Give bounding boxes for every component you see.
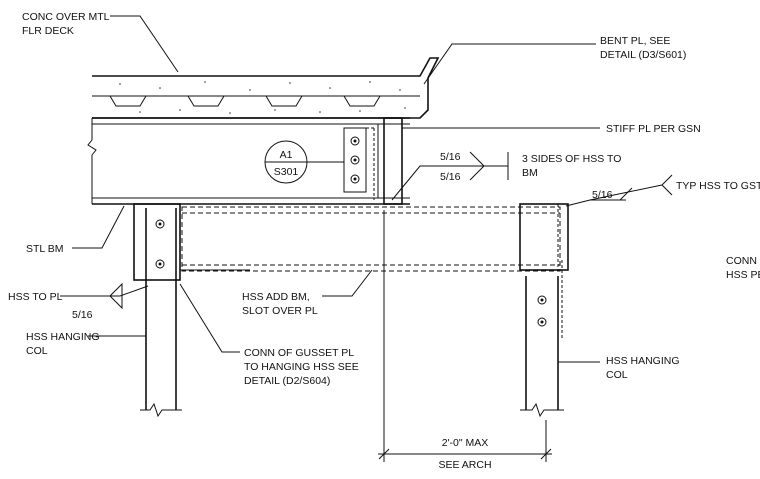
gusset-plate-right bbox=[519, 203, 569, 271]
conn-gusset-label-1: CONN OF GUSSET PL bbox=[244, 347, 354, 359]
hss-hanging-column-left bbox=[140, 208, 182, 418]
conc-deck-label-2: FLR DECK bbox=[22, 25, 74, 37]
bent-pl-label-1: BENT PL, SEE bbox=[600, 35, 670, 47]
dimension-value: 2'-0" MAX bbox=[442, 437, 489, 449]
hss-add-beam bbox=[181, 206, 561, 272]
weld-symbol-typ bbox=[619, 174, 673, 201]
section-ref-top: A1 bbox=[280, 149, 293, 161]
weld-size-bottom: 5/16 bbox=[440, 171, 461, 183]
hss-hanging-column-right bbox=[520, 260, 564, 418]
weld-size-top: 5/16 bbox=[440, 151, 461, 163]
hss-to-pl-weld-size: 5/16 bbox=[72, 309, 93, 321]
hss-hanging-right-label-2: COL bbox=[606, 369, 628, 381]
hss-hanging-left-label-2: COL bbox=[26, 345, 48, 357]
hss-add-bm-label-2: SLOT OVER PL bbox=[242, 305, 318, 317]
concrete-slab bbox=[92, 57, 440, 119]
conn-cut-label-1: CONN O bbox=[726, 255, 760, 267]
conn-gusset-label-3: DETAIL (D2/S604) bbox=[244, 375, 330, 387]
weld-symbol-3-sides bbox=[469, 151, 509, 181]
annotation-text: CONC OVER MTL FLR DECK BENT PL, SEE DETA… bbox=[8, 11, 760, 471]
steel-beam bbox=[87, 117, 410, 205]
section-ref-bottom: S301 bbox=[274, 166, 299, 178]
conc-deck-label-1: CONC OVER MTL bbox=[22, 11, 110, 23]
hss-hanging-right-label-1: HSS HANGING bbox=[606, 355, 680, 367]
dimension-note: SEE ARCH bbox=[438, 459, 491, 471]
dimension-2ft-max bbox=[378, 210, 552, 462]
weld-3-sides-label-1: 3 SIDES OF HSS TO bbox=[522, 153, 621, 165]
conn-gusset-label-2: TO HANGING HSS SEE bbox=[244, 361, 359, 373]
hss-hanging-left-label-1: HSS HANGING bbox=[26, 331, 100, 343]
weld-symbol-hss-to-pl bbox=[109, 282, 123, 310]
stl-bm-label: STL BM bbox=[26, 243, 64, 255]
weld-typ-label: TYP HSS TO GST bbox=[676, 180, 760, 192]
stiff-pl-label: STIFF PL PER GSN bbox=[606, 123, 701, 135]
weld-3-sides-label-2: BM bbox=[522, 167, 538, 179]
hss-add-bm-label-1: HSS ADD BM, bbox=[242, 291, 310, 303]
bent-plate bbox=[343, 127, 375, 200]
weld-typ-size: 5/16 bbox=[592, 189, 613, 201]
bent-pl-label-2: DETAIL (D3/S601) bbox=[600, 49, 686, 61]
conn-cut-label-2: HSS PE bbox=[726, 269, 760, 281]
section-reference[interactable]: A1 S301 bbox=[264, 140, 344, 184]
leader-lines bbox=[60, 15, 663, 363]
hss-to-pl-label: HSS TO PL bbox=[8, 291, 63, 303]
gusset-plate bbox=[133, 203, 250, 281]
